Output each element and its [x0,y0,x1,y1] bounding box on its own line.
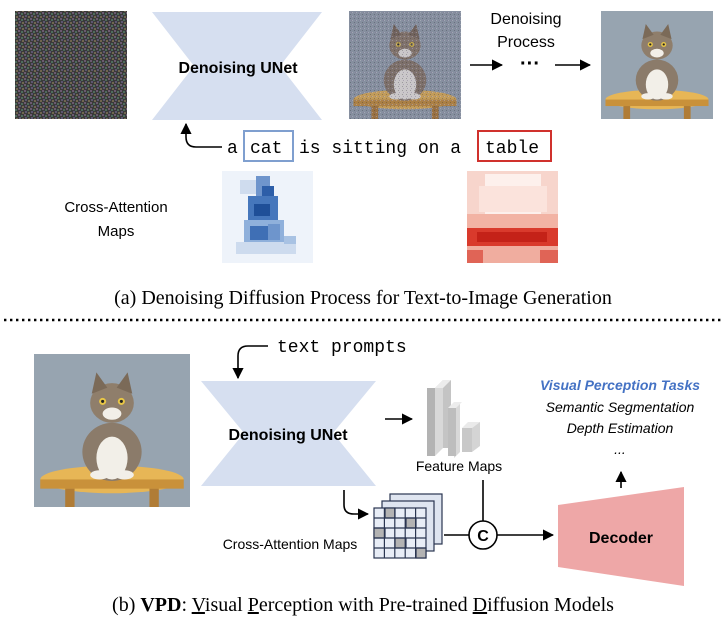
caption-b: (b) VPD: Visual Perception with Pre-trai… [112,594,614,616]
unet-label-bottom: Denoising UNet [228,427,348,444]
process-label-line2: Process [497,34,555,51]
unet-shape-bottom [201,381,376,486]
cross-attention-label: Cross-Attention Maps [223,536,358,552]
unet-shape-top [152,12,322,120]
feature-maps-icon [427,380,480,458]
caption-b-colon: : [181,594,191,616]
caption-a: (a) Denoising Diffusion Process for Text… [114,287,612,309]
unet-to-attention-arrow [343,490,370,520]
decoder-label: Decoder [589,530,653,547]
prompt-word-a: a [227,139,238,159]
prompt-word-cat: cat [250,139,282,159]
caption-b-erception: erception with Pre-trained [259,594,473,616]
prompt-to-unet-arrow [180,122,222,148]
prompt-word-table: table [485,139,539,159]
caption-b-v: V [192,594,207,616]
caption-b-prefix: (b) [112,594,140,616]
task-depth-estimation: Depth Estimation [567,420,674,436]
feature-maps-label: Feature Maps [416,458,502,474]
process-label-line1: Denoising [490,11,561,28]
cat-attention-map [222,171,313,263]
prompt-word-mid: is sitting on a [299,139,461,159]
clean-cat-image [601,11,713,120]
cross-attention-grid [373,493,443,559]
tasks-title: Visual Perception Tasks [540,377,700,393]
caption-b-bold: VPD [140,594,181,616]
caption-b-isual: isual [205,594,248,616]
cat-highlight-box [243,130,294,162]
process-ellipsis: ··· [520,53,540,75]
table-highlight-box [477,130,552,162]
concat-symbol: C [477,528,489,545]
noise-overlay-2 [349,11,461,119]
text-prompts-label: text prompts [277,338,407,358]
attention-label-line1: Cross-Attention [64,199,167,216]
caption-b-iffusion: iffusion Models [487,594,614,616]
input-cat-image [34,354,190,507]
task-more: ... [614,441,626,457]
text-prompts-arrow [232,345,268,380]
noise-overlay [349,11,461,119]
attention-label-line2: Maps [98,223,135,240]
noise-image [15,11,127,119]
unet-label-top: Denoising UNet [178,60,298,77]
task-semantic-segmentation: Semantic Segmentation [546,399,695,415]
caption-b-d: D [473,594,487,616]
table-attention-map [467,171,558,263]
decoder-shape [558,487,684,586]
caption-b-p: P [248,594,259,616]
